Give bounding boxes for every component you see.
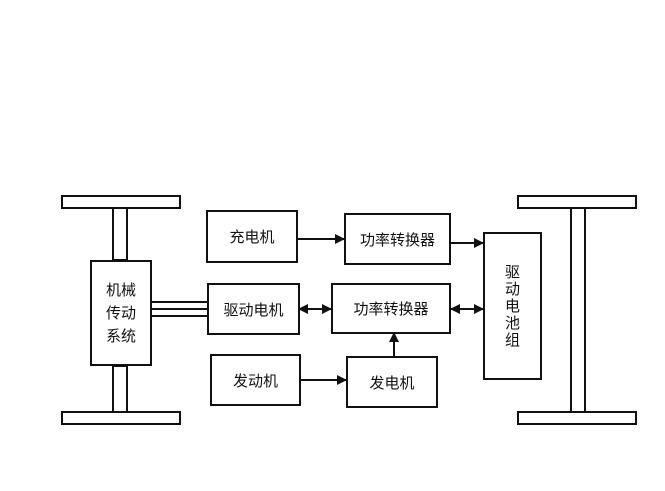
charger-label: 充电机: [229, 228, 275, 246]
right-axle: [570, 207, 586, 413]
right-top-wheel: [517, 195, 637, 209]
engine-label: 发动机: [232, 371, 278, 390]
drive-shaft: [151, 301, 208, 317]
power-converter-top-label: 功率转换器: [359, 230, 435, 249]
left-axle-upper: [112, 207, 128, 261]
right-bottom-wheel: [517, 411, 637, 425]
engine-box: 发动机: [210, 354, 301, 406]
mechanical-transmission-label: 机械传动系统: [105, 280, 136, 345]
power-converter-top-box: 功率转换器: [344, 213, 451, 265]
generator-box: 发电机: [346, 356, 438, 408]
drive-motor-label: 驱动电机: [223, 300, 284, 319]
left-top-wheel: [61, 195, 181, 209]
charger-box: 充电机: [206, 210, 298, 263]
mechanical-transmission-box: 机械传动系统: [90, 260, 152, 366]
left-axle-lower: [112, 365, 128, 413]
drive-battery-box: 驱动电池组: [483, 232, 542, 380]
generator-label: 发电机: [369, 373, 415, 392]
drive-motor-box: 驱动电机: [207, 283, 300, 335]
left-bottom-wheel: [61, 411, 181, 425]
power-converter-middle-box: 功率转换器: [331, 283, 451, 334]
power-converter-middle-label: 功率转换器: [353, 300, 429, 318]
drive-battery-label: 驱动电池组: [503, 263, 521, 349]
